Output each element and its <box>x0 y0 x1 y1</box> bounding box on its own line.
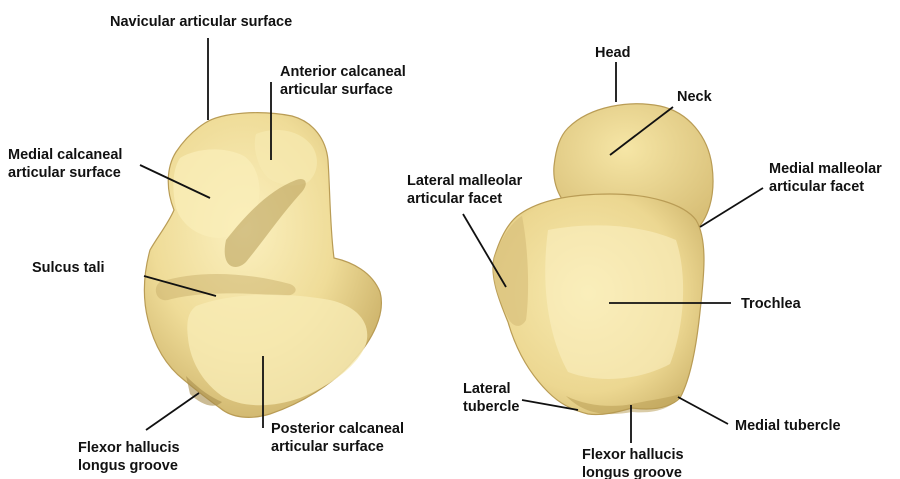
label-line: Sulcus tali <box>32 259 105 277</box>
label-anterior-calcaneal-articular-surface: Anterior calcaneal articular surface <box>280 63 406 99</box>
label-posterior-calcaneal-articular-surface: Posterior calcaneal articular surface <box>271 420 404 456</box>
label-medial-malleolar-articular-facet: Medial malleolar articular facet <box>769 160 882 196</box>
label-line: Flexor hallucis <box>582 446 684 464</box>
label-line: Lateral <box>463 380 519 398</box>
label-line: Posterior calcaneal <box>271 420 404 438</box>
label-line: Neck <box>677 88 712 106</box>
leader-medial-tubercle <box>678 397 728 424</box>
label-line: articular surface <box>8 164 122 182</box>
label-line: Flexor hallucis <box>78 439 180 457</box>
talus-superior-view <box>493 104 713 415</box>
label-medial-calcaneal-articular-surface: Medial calcaneal articular surface <box>8 146 122 182</box>
label-line: Trochlea <box>741 295 801 313</box>
label-lateral-tubercle: Lateral tubercle <box>463 380 519 416</box>
label-line: Medial calcaneal <box>8 146 122 164</box>
posterior-calcaneal-facet-shape <box>187 295 367 406</box>
leader-flexor-left <box>146 393 199 430</box>
label-line: articular surface <box>271 438 404 456</box>
label-line: articular facet <box>769 178 882 196</box>
label-head: Head <box>595 44 630 62</box>
label-trochlea: Trochlea <box>741 295 801 313</box>
label-line: articular surface <box>280 81 406 99</box>
label-line: Navicular articular surface <box>110 13 292 31</box>
label-navicular-articular-surface: Navicular articular surface <box>110 13 292 31</box>
label-line: longus groove <box>582 464 684 479</box>
lateral-malleolar-facet-shape <box>493 216 528 326</box>
label-line: Medial tubercle <box>735 417 841 435</box>
label-neck: Neck <box>677 88 712 106</box>
label-line: Medial malleolar <box>769 160 882 178</box>
label-line: Anterior calcaneal <box>280 63 406 81</box>
label-line: Head <box>595 44 630 62</box>
label-line: articular facet <box>407 190 522 208</box>
label-flexor-hallucis-groove-right: Flexor hallucis longus groove <box>582 446 684 479</box>
label-flexor-hallucis-groove-left: Flexor hallucis longus groove <box>78 439 180 475</box>
label-medial-tubercle: Medial tubercle <box>735 417 841 435</box>
label-lateral-malleolar-articular-facet: Lateral malleolar articular facet <box>407 172 522 208</box>
label-line: tubercle <box>463 398 519 416</box>
label-line: Lateral malleolar <box>407 172 522 190</box>
label-line: longus groove <box>78 457 180 475</box>
label-sulcus-tali: Sulcus tali <box>32 259 105 277</box>
